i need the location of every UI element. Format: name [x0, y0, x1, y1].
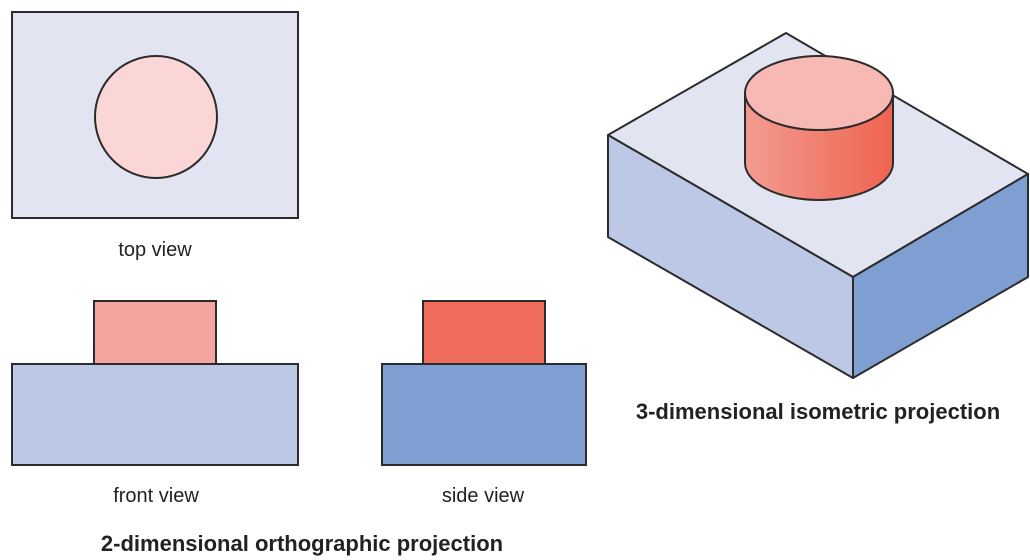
iso-box-side-face — [852, 173, 1029, 379]
side-view-cylinder-rect — [422, 300, 546, 365]
iso-cylinder-top — [744, 55, 894, 131]
top-view-cylinder-circle — [94, 55, 218, 179]
side-view — [381, 300, 587, 466]
side-view-base-rect — [381, 363, 587, 466]
isometric-cylinder — [744, 55, 894, 201]
orthographic-caption: 2-dimensional orthographic projection — [101, 531, 503, 556]
front-view-label: front view — [113, 485, 199, 507]
front-view-cylinder-rect — [93, 300, 217, 365]
front-view-base-rect — [11, 363, 299, 466]
isometric-caption: 3-dimensional isometric projection — [636, 399, 1000, 424]
top-view — [11, 11, 299, 219]
front-view — [11, 300, 299, 466]
top-view-label: top view — [118, 239, 192, 261]
side-view-label: side view — [442, 485, 525, 507]
